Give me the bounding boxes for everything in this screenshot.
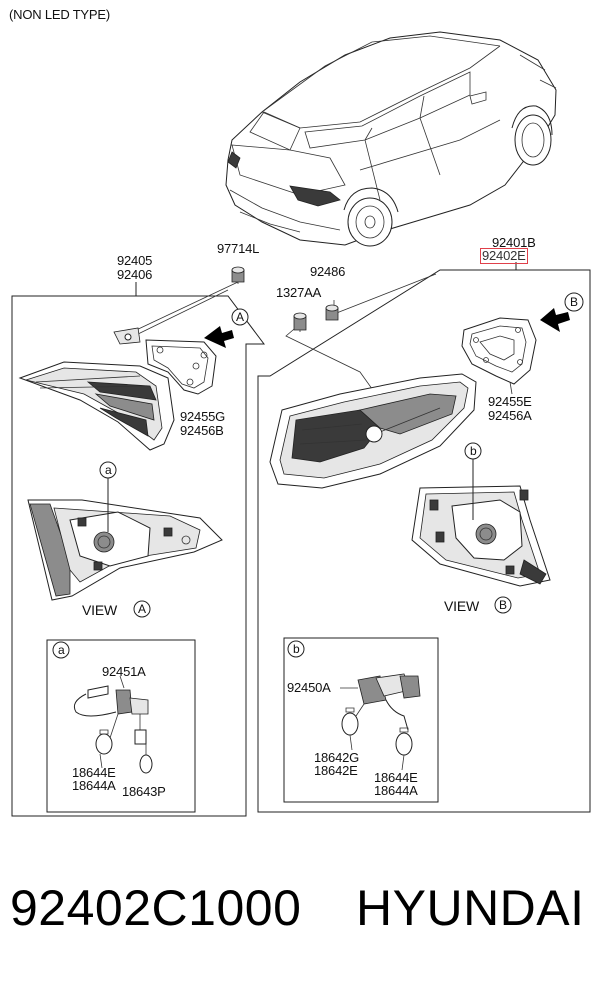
callout-b-box: b (293, 642, 300, 656)
view-b-label: VIEW (444, 598, 479, 614)
label-18642E: 18642E (314, 763, 358, 778)
view-a-circle (133, 600, 151, 618)
label-18644A-b: 18644A (374, 783, 418, 798)
label-18644A-a: 18644A (72, 778, 116, 793)
view-a-letter: A (138, 602, 146, 616)
brand-name: HYUNDAI (356, 880, 585, 936)
callout-A-arrow: A (236, 310, 244, 324)
label-18644E-a: 18644E (72, 765, 116, 780)
clip-92486 (325, 304, 339, 321)
gasket-92455G (145, 339, 217, 395)
detail-box-a (46, 639, 196, 813)
label-18644E-b: 18644E (374, 770, 418, 785)
label-92406: 92406 (117, 267, 153, 282)
callout-a-lamp: a (105, 463, 112, 477)
view-b-circle (494, 596, 512, 614)
label-1327AA: 1327AA (276, 285, 322, 300)
arrow-view-b (540, 292, 584, 332)
lamp-outer-92401B (269, 373, 477, 489)
label-92401B: 92401B (492, 235, 536, 250)
type-note: (NON LED TYPE) (9, 7, 110, 22)
right-assembly-frame (257, 262, 591, 813)
detail-box-b (283, 637, 439, 803)
view-b-back (411, 442, 551, 587)
label-92456A: 92456A (488, 408, 532, 423)
car-illustration (225, 31, 557, 247)
callout-B-arrow: B (570, 295, 578, 309)
label-92450A: 92450A (287, 680, 331, 695)
label-92456B: 92456B (180, 423, 224, 438)
part-number: 92402C1000 (10, 880, 302, 936)
label-92405: 92405 (117, 253, 153, 268)
label-18643P: 18643P (122, 784, 166, 799)
label-92455G: 92455G (180, 409, 226, 424)
callout-a-box: a (58, 643, 65, 657)
label-92451A: 92451A (102, 664, 146, 679)
label-92402E-highlighted: 92402E (480, 248, 528, 264)
screw-1327AA (293, 312, 307, 331)
view-a-label: VIEW (82, 602, 117, 618)
lamp-inner-92405 (18, 361, 175, 451)
gasket-92455E (461, 317, 537, 385)
arrow-view-a (204, 308, 249, 348)
label-92455E: 92455E (488, 394, 532, 409)
label-18642G: 18642G (314, 750, 360, 765)
callout-b-lamp: b (470, 444, 477, 458)
view-b-letter: B (499, 598, 507, 612)
label-97714L: 97714L (217, 241, 260, 256)
gasket-small (113, 327, 141, 345)
label-92486: 92486 (310, 264, 346, 279)
view-a-back (27, 461, 223, 601)
nut-97714L (231, 266, 245, 283)
